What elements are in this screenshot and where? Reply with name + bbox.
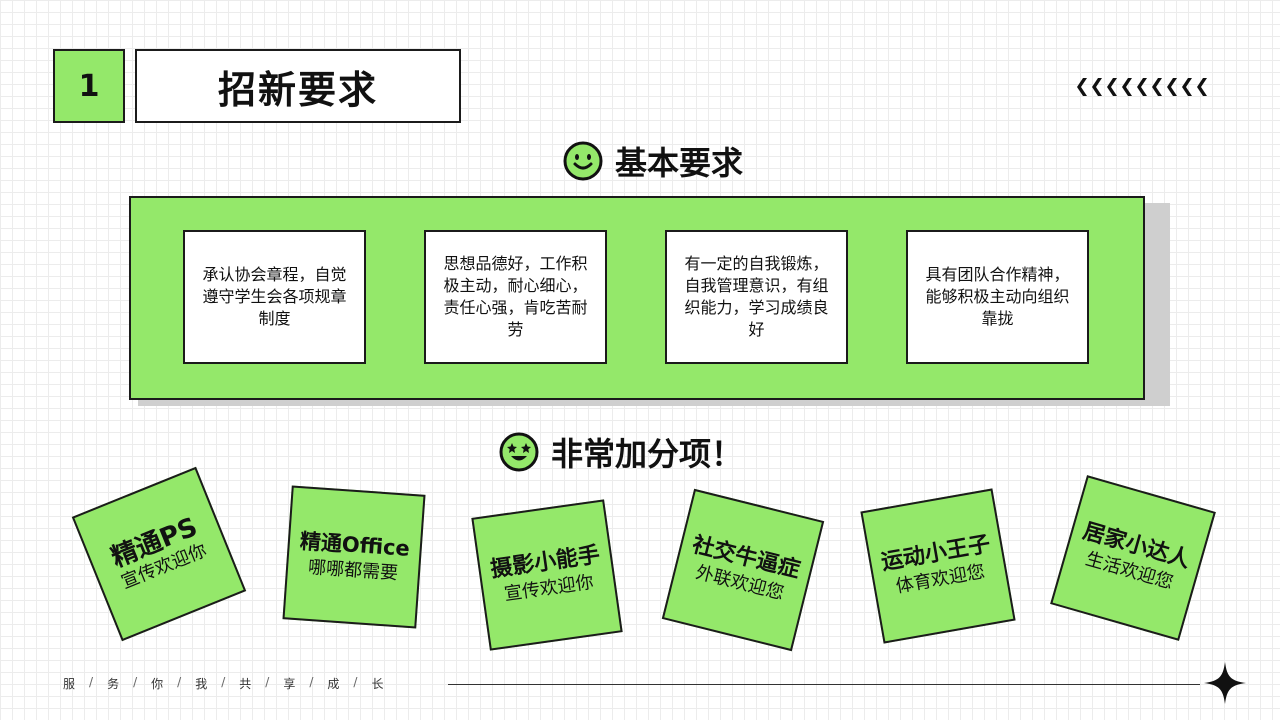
sparkle-star-icon <box>1204 662 1246 704</box>
requirement-text: 有一定的自我锻炼，自我管理意识，有组织能力，学习成绩良好 <box>684 254 829 339</box>
footer-char: 共 <box>239 677 252 691</box>
footer-char: 成 <box>327 677 340 691</box>
requirement-card: 具有团队合作精神，能够积极主动向组织靠拢 <box>906 230 1089 364</box>
chevron-left-icon <box>1152 78 1162 96</box>
bonus-note-photography: 摄影小能手 宣传欢迎你 <box>471 499 623 651</box>
footer-char: 务 <box>107 677 120 691</box>
chevron-left-icon <box>1137 78 1147 96</box>
chevron-left-icon <box>1182 78 1192 96</box>
footer-separator: / <box>353 675 358 689</box>
requirement-card: 思想品德好，工作积极主动，耐心细心，责任心强，肯吃苦耐劳 <box>424 230 607 364</box>
bonus-note-office: 精通Office 哪哪都需要 <box>282 485 426 629</box>
page-title-box: 招新要求 <box>135 49 461 123</box>
bonus-heading: 非常加分项！ <box>499 429 743 475</box>
star-eyes-face-icon <box>499 432 539 472</box>
bonus-note-sports: 运动小王子 体育欢迎您 <box>860 488 1016 644</box>
footer-char: 你 <box>151 677 164 691</box>
requirement-card: 有一定的自我锻炼，自我管理意识，有组织能力，学习成绩良好 <box>665 230 848 364</box>
requirement-text: 思想品德好，工作积极主动，耐心细心，责任心强，肯吃苦耐劳 <box>443 254 588 339</box>
section-number: 1 <box>78 68 100 104</box>
basic-requirements-heading: 基本要求 <box>563 138 743 184</box>
section-number-badge: 1 <box>53 49 125 123</box>
footer-char: 我 <box>195 677 208 691</box>
chevron-left-icon <box>1077 78 1087 96</box>
footer-separator: / <box>177 675 182 689</box>
footer-divider <box>448 684 1200 685</box>
footer-separator: / <box>265 675 270 689</box>
note-subtitle: 哪哪都需要 <box>307 556 399 585</box>
footer-char: 享 <box>283 677 296 691</box>
footer-separator: / <box>309 675 314 689</box>
basic-heading-text: 基本要求 <box>615 144 744 182</box>
bonus-heading-text: 非常加分项！ <box>551 435 744 473</box>
page-title: 招新要求 <box>217 67 378 112</box>
chevron-left-icon <box>1092 78 1102 96</box>
chevron-left-icon <box>1122 78 1132 96</box>
footer-separator: / <box>221 675 226 689</box>
footer-char: 服 <box>63 677 76 691</box>
chevron-left-icon <box>1107 78 1117 96</box>
footer-separator: / <box>89 675 94 689</box>
bonus-note-ps: 精通PS 宣传欢迎你 <box>71 466 247 642</box>
chevron-left-icon <box>1167 78 1177 96</box>
requirement-text: 承认协会章程，自觉遵守学生会各项规章制度 <box>202 265 347 328</box>
requirement-card: 承认协会章程，自觉遵守学生会各项规章制度 <box>183 230 366 364</box>
smile-icon <box>563 141 603 181</box>
footer-slogan: 服 / 务 / 你 / 我 / 共 / 享 / 成 / 长 <box>63 675 383 692</box>
footer-separator: / <box>133 675 138 689</box>
footer-char: 长 <box>371 677 384 691</box>
chevron-decoration <box>1076 71 1208 103</box>
bonus-note-social: 社交牛逼症 外联欢迎您 <box>661 488 825 652</box>
bonus-note-home: 居家小达人 生活欢迎您 <box>1050 475 1216 641</box>
chevron-left-icon <box>1197 78 1207 96</box>
requirement-text: 具有团队合作精神，能够积极主动向组织靠拢 <box>925 265 1070 328</box>
basic-requirements-panel: 承认协会章程，自觉遵守学生会各项规章制度 思想品德好，工作积极主动，耐心细心，责… <box>129 196 1145 400</box>
